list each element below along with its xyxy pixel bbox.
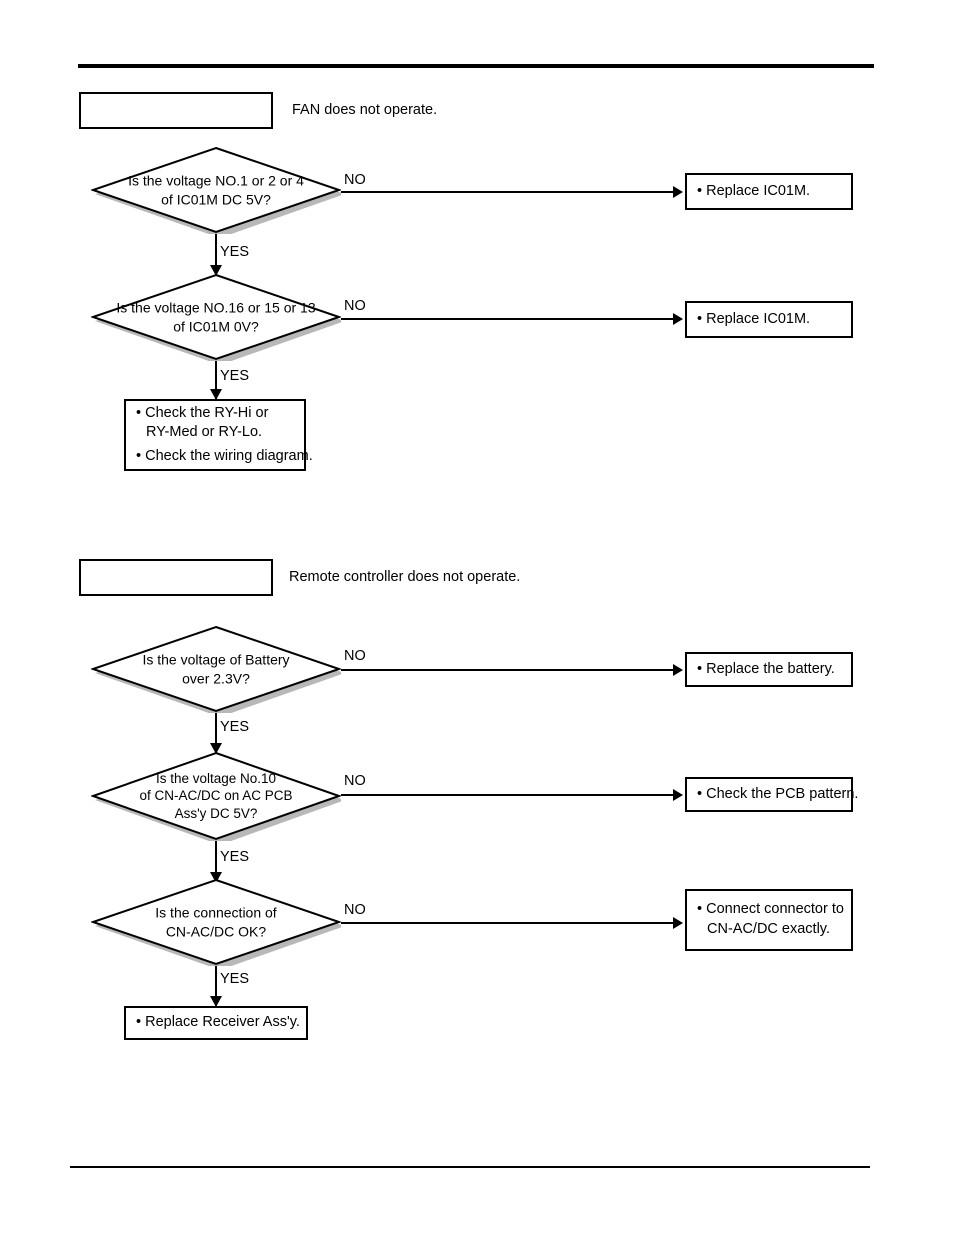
result-line: • Replace IC01M. <box>697 310 811 327</box>
decision-line: over 2.3V? <box>182 670 250 686</box>
decision-line: Is the connection of <box>155 904 277 921</box>
decision-line: of CN-AC/DC on AC PCB <box>139 788 293 804</box>
arrowhead-no-1-1 <box>673 186 683 198</box>
decision-cn-ac-dc-5v: Is the voltage No.10 of CN-AC/DC on AC P… <box>91 751 341 841</box>
arrowhead-no-2-3 <box>673 917 683 929</box>
arrowhead-no-2-2 <box>673 789 683 801</box>
header-rule <box>78 64 874 68</box>
result-line: • Replace Receiver Ass'y. <box>136 1014 300 1031</box>
connector-yes-2-2 <box>215 841 217 883</box>
result-check-pcb-pattern: • Check the PCB pattern. <box>685 777 859 812</box>
edge-label-no: NO <box>344 773 366 789</box>
connector-no-1-2 <box>341 318 675 320</box>
decision-line: Is the voltage NO.1 or 2 or 4 <box>128 172 304 189</box>
result-line: • Check the RY-Hi or <box>136 404 269 421</box>
arrowhead-yes-2-2 <box>210 872 222 883</box>
arrowhead-no-1-2 <box>673 313 683 325</box>
edge-label-yes: YES <box>220 368 250 384</box>
decision-text: Is the voltage of Battery over 2.3V? <box>77 650 355 687</box>
arrowhead-no-2-1 <box>673 664 683 676</box>
result-replace-battery: • Replace the battery. <box>685 652 857 691</box>
result-line: • Check the PCB pattern. <box>697 785 859 802</box>
decision-text: Is the connection of CN-AC/DC OK? <box>77 903 355 940</box>
decision-line: Is the voltage No.10 <box>155 771 277 787</box>
decision-ic01m-0v: Is the voltage NO.16 or 15 or 13 of IC01… <box>91 273 341 361</box>
connector-yes-1-1 <box>215 234 217 276</box>
edge-label-yes: YES <box>220 971 250 987</box>
edge-label-yes: YES <box>220 719 250 735</box>
edge-label-no: NO <box>344 648 366 664</box>
connector-yes-2-3 <box>215 966 217 1006</box>
decision-line: CN-AC/DC OK? <box>165 923 267 939</box>
decision-line: Is the voltage of Battery <box>142 651 290 668</box>
decision-ic01m-dc5v: Is the voltage NO.1 or 2 or 4 of IC01M D… <box>91 146 341 234</box>
connector-no-2-1 <box>341 669 675 671</box>
connector-yes-1-2 <box>215 361 217 399</box>
arrowhead-yes-2-3 <box>210 996 222 1007</box>
result-connect-connector: • Connect connector to CN-AC/DC exactly. <box>685 889 857 955</box>
result-check-relays: • Check the RY-Hi or RY-Med or RY-Lo. • … <box>124 399 313 475</box>
arrowhead-yes-2-1 <box>210 743 222 754</box>
diamond-shape <box>91 878 341 966</box>
section-2-title-box <box>79 559 273 596</box>
footer-rule <box>70 1166 870 1168</box>
edge-label-no: NO <box>344 172 366 188</box>
result-line: • Replace IC01M. <box>697 182 811 199</box>
result-line: • Check the wiring diagram. <box>136 447 313 464</box>
connector-no-2-3 <box>341 922 675 924</box>
result-replace-ic01m-2: • Replace IC01M. <box>685 301 857 342</box>
decision-battery-2v3: Is the voltage of Battery over 2.3V? <box>91 625 341 713</box>
arrowhead-yes-1-1 <box>210 265 222 276</box>
result-line: • Replace the battery. <box>697 660 835 677</box>
result-group: • Check the RY-Hi or RY-Med or RY-Lo. <box>126 404 278 443</box>
result-line: CN-AC/DC exactly. <box>707 921 830 937</box>
decision-line: Is the voltage NO.16 or 15 or 13 <box>116 299 316 316</box>
diamond-shape <box>91 625 341 713</box>
decision-line: of IC01M 0V? <box>173 318 259 334</box>
connector-yes-2-1 <box>215 713 217 753</box>
connector-no-2-2 <box>341 794 675 796</box>
decision-text: Is the voltage NO.1 or 2 or 4 of IC01M D… <box>77 171 355 208</box>
section-2-caption: Remote controller does not operate. <box>289 569 521 585</box>
connector-no-1-1 <box>341 191 675 193</box>
diamond-shape <box>91 751 341 841</box>
diamond-shape <box>91 146 341 234</box>
decision-text: Is the voltage No.10 of CN-AC/DC on AC P… <box>77 770 355 822</box>
arrowhead-yes-1-2 <box>210 389 222 400</box>
decision-text: Is the voltage NO.16 or 15 or 13 of IC01… <box>77 298 355 335</box>
decision-cn-ac-dc-connection: Is the connection of CN-AC/DC OK? <box>91 878 341 966</box>
edge-label-no: NO <box>344 902 366 918</box>
result-replace-ic01m-1: • Replace IC01M. <box>685 173 857 214</box>
edge-label-no: NO <box>344 298 366 314</box>
result-line: RY-Med or RY-Lo. <box>146 424 263 441</box>
decision-line: Ass'y DC 5V? <box>174 805 258 821</box>
edge-label-yes: YES <box>220 244 250 260</box>
result-replace-receiver: • Replace Receiver Ass'y. <box>124 1006 312 1044</box>
decision-line: of IC01M DC 5V? <box>161 191 271 207</box>
edge-label-yes: YES <box>220 849 250 865</box>
diamond-shape <box>91 273 341 361</box>
section-1-caption: FAN does not operate. <box>292 102 438 118</box>
section-1-title-box <box>79 92 273 129</box>
result-line: • Connect connector to <box>697 901 844 918</box>
result-group: • Check the wiring diagram. <box>126 447 323 467</box>
